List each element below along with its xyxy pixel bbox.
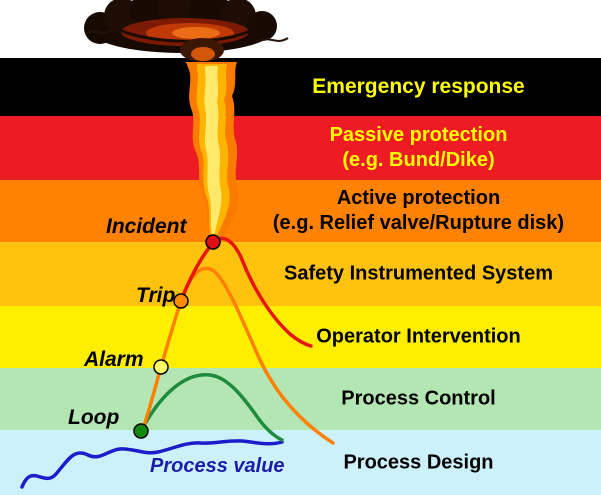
- band-active-protection: Active protection (e.g. Relief valve/Rup…: [0, 180, 601, 242]
- process-value-label: Process value: [150, 455, 285, 477]
- band-label-emergency-response: Emergency response: [240, 74, 597, 100]
- band-label-active-protection: Active protection (e.g. Relief valve/Rup…: [240, 186, 597, 236]
- band-passive-protection: Passive protection (e.g. Bund/Dike): [0, 116, 601, 180]
- band-emergency-response: Emergency response: [0, 58, 601, 116]
- band-label-safety-instrumented-system: Safety Instrumented System: [240, 262, 597, 287]
- band-label-text: Operator Intervention: [316, 325, 521, 348]
- band-label-process-design: Process Design: [240, 450, 597, 475]
- band-process-design: Process Design: [0, 430, 601, 495]
- band-label-process-control: Process Control: [240, 387, 597, 412]
- band-sublabel-text: (e.g. Relief valve/Rupture disk): [272, 212, 565, 234]
- band-label-passive-protection: Passive protection (e.g. Bund/Dike): [240, 123, 597, 173]
- band-label-text: Process Control: [341, 387, 496, 410]
- band-label-text: Process Design: [343, 451, 494, 473]
- band-safety-instrumented-system: Safety Instrumented System: [0, 242, 601, 306]
- band-sublabel-text: (e.g. Bund/Dike): [342, 149, 495, 171]
- band-label-text: Emergency response: [312, 74, 525, 98]
- band-label-operator-intervention: Operator Intervention: [240, 325, 597, 350]
- trip-label: Trip: [136, 284, 176, 307]
- band-background-sky: [0, 0, 601, 58]
- incident-label: Incident: [106, 215, 187, 238]
- band-label-text: Safety Instrumented System: [284, 262, 553, 285]
- alarm-label: Alarm: [84, 348, 144, 371]
- band-label-text: Passive protection: [329, 124, 508, 146]
- loop-label: Loop: [68, 406, 120, 429]
- band-label-text: Active protection: [336, 187, 501, 209]
